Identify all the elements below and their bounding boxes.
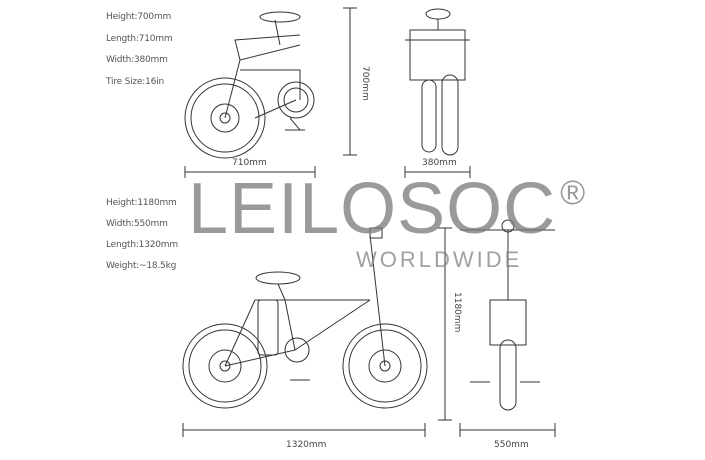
watermark-subtitle: WORLDWIDE <box>356 247 523 272</box>
unfolded-width-label: 550mm <box>494 440 529 450</box>
folded-spec-width: Width:380mm <box>106 55 168 65</box>
unfolded-width-dimension <box>459 423 556 437</box>
folded-spec-height: Height:700mm <box>106 12 172 22</box>
unfolded-length-label: 1320mm <box>286 440 327 450</box>
unfolded-height-dimension <box>438 227 452 421</box>
folded-length-label: 710mm <box>232 158 267 168</box>
folded-bike-side-view <box>184 11 315 159</box>
unfolded-spec-weight: Weight:~18.5kg <box>106 261 177 271</box>
folded-height-label: 700mm <box>360 66 370 101</box>
watermark-registered-mark: ® <box>560 174 587 212</box>
watermark-brand: LEILOSOC® <box>188 173 586 245</box>
unfolded-bike-side-view <box>182 227 428 409</box>
unfolded-bike-front-view <box>460 219 555 411</box>
folded-length-dimension <box>184 166 316 178</box>
folded-width-dimension <box>404 166 471 178</box>
folded-width-label: 380mm <box>422 158 457 168</box>
unfolded-spec-width: Width:550mm <box>106 219 168 229</box>
folded-spec-length: Length:710mm <box>106 34 173 44</box>
unfolded-spec-height: Height:1180mm <box>106 198 177 208</box>
folded-bike-front-view <box>405 8 470 156</box>
unfolded-length-dimension <box>182 423 426 437</box>
folded-height-dimension <box>343 7 357 156</box>
unfolded-height-label: 1180mm <box>452 292 462 333</box>
unfolded-spec-length: Length:1320mm <box>106 240 178 250</box>
folded-spec-tire: Tire Size:16in <box>106 77 164 87</box>
watermark-brand-text: LEILOSOC <box>188 169 557 249</box>
